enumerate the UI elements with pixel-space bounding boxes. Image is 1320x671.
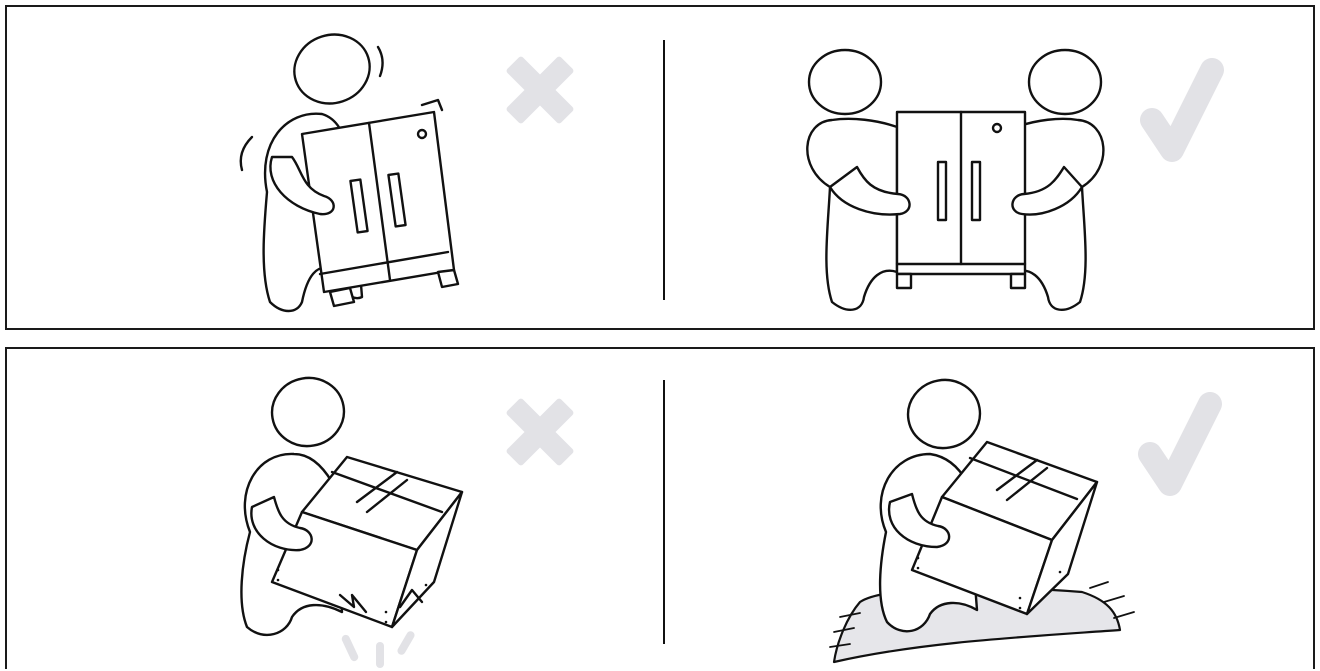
person-head	[903, 374, 986, 453]
person-head	[285, 25, 378, 113]
person-head	[1029, 50, 1101, 114]
panel-lift-cabinet	[5, 5, 1315, 330]
scene-single-person-lifting-cabinet	[241, 25, 458, 311]
cabinet	[897, 112, 1025, 288]
panel-top-illustration	[7, 7, 1313, 328]
wobble-mark	[378, 47, 383, 76]
wobble-mark	[422, 100, 442, 110]
cross-icon	[486, 36, 593, 143]
panel-bottom-illustration	[7, 349, 1313, 671]
scene-box-lowered-soft-mat	[830, 374, 1134, 662]
person-head	[267, 372, 350, 451]
cross-icon	[486, 378, 593, 485]
check-icon	[1150, 404, 1210, 484]
scene-box-dropped-hard-floor	[241, 372, 462, 668]
impact-marks	[340, 630, 416, 668]
scene-two-people-lifting-cabinet	[807, 50, 1103, 310]
check-icon	[1152, 70, 1212, 150]
panel-lower-box	[5, 347, 1315, 669]
wobble-mark	[241, 137, 252, 170]
person-head	[809, 50, 881, 114]
